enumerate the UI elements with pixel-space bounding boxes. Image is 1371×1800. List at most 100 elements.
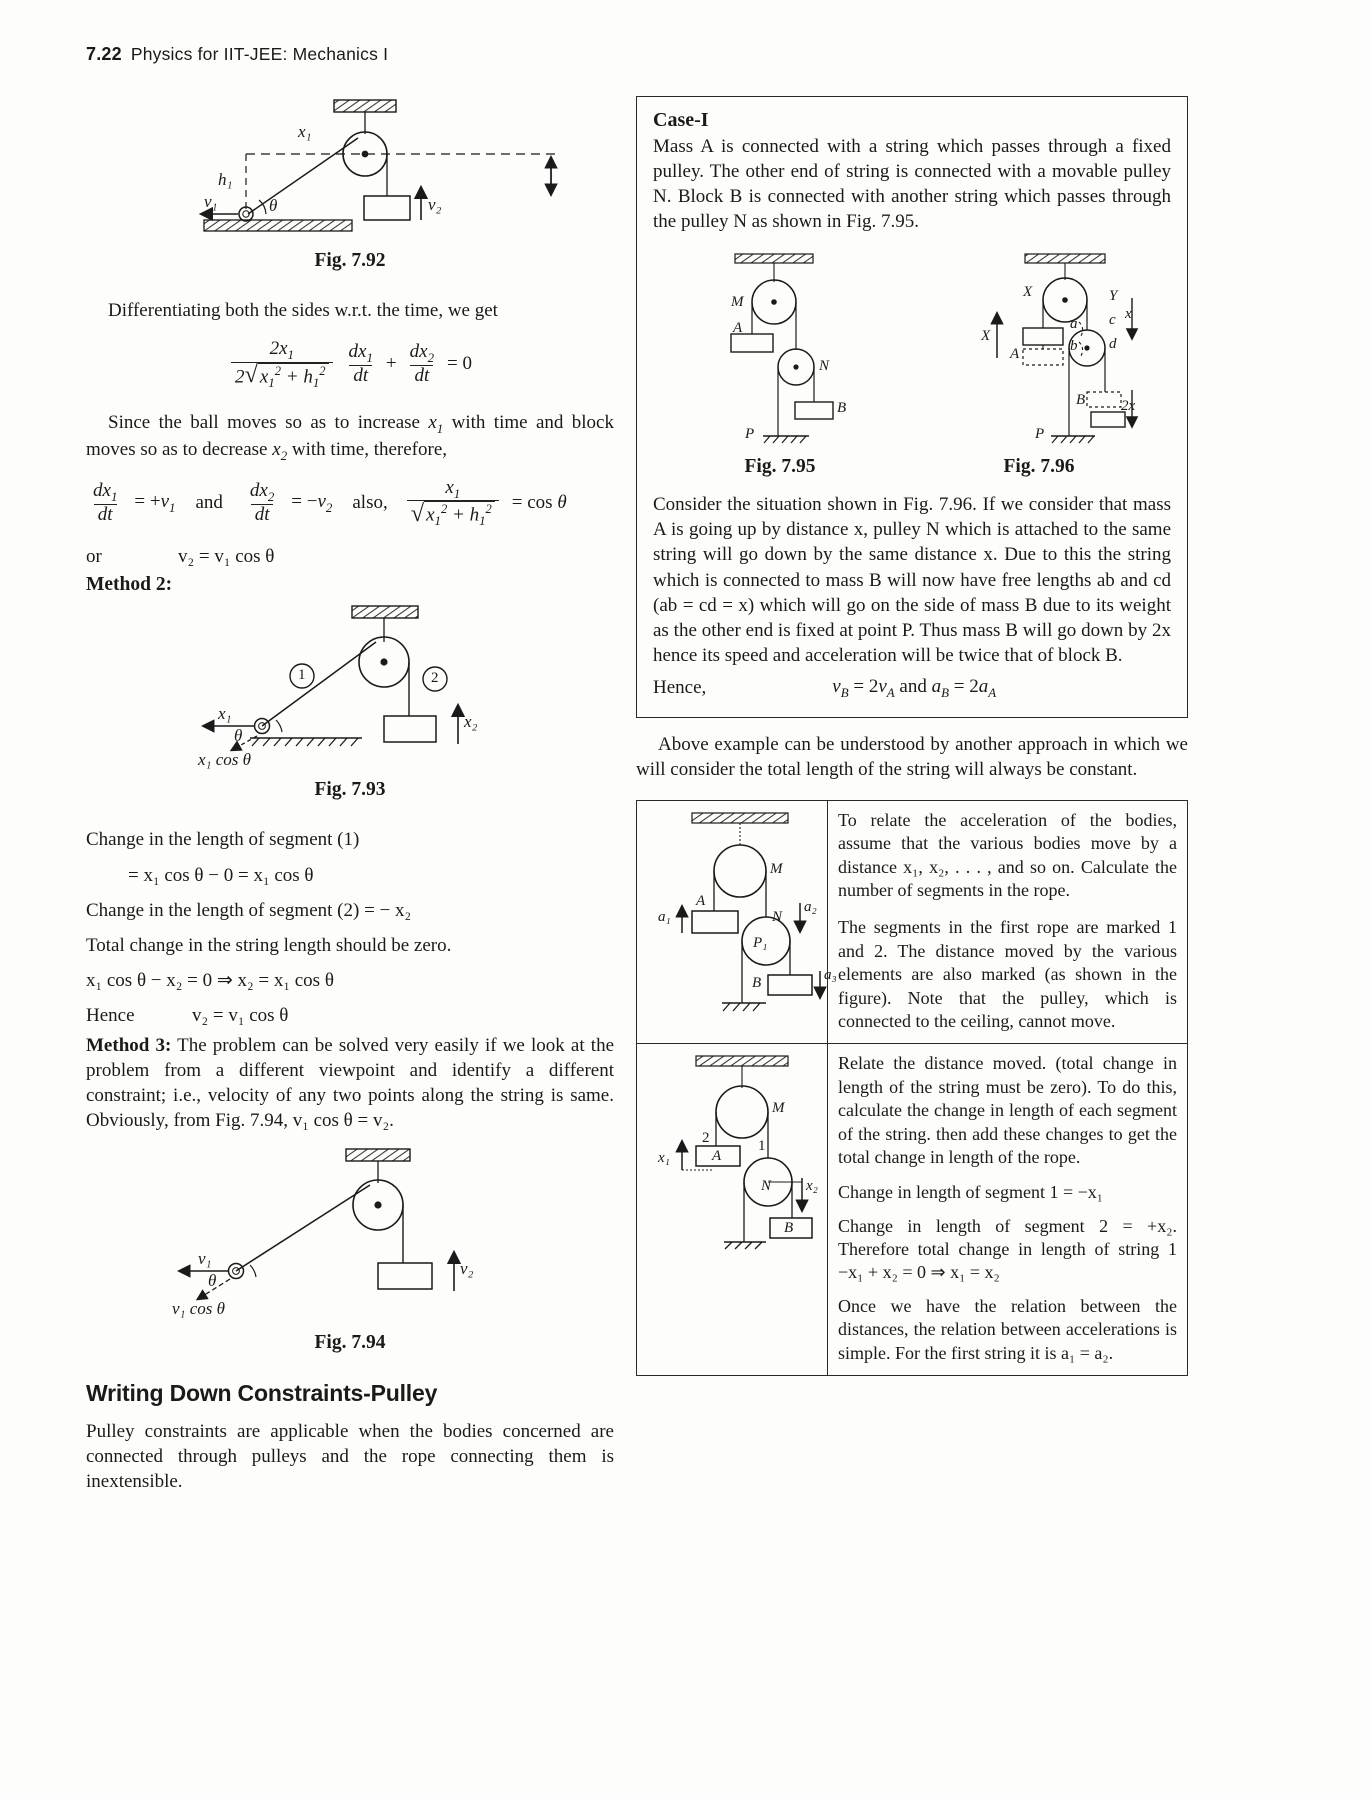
- fig-796-label-X-pulley: X: [1023, 284, 1033, 301]
- case-1-hence-line: Hence, vB = 2vA and aB = 2aA: [653, 676, 1171, 701]
- running-head: 7.22 Physics for IIT-JEE: Mechanics I: [86, 44, 388, 66]
- method-3-heading: Method 3:: [86, 1034, 172, 1056]
- para-since-ball-moves: Since the ball moves so as to increase x…: [86, 411, 614, 463]
- row1-label-B: B: [752, 974, 762, 991]
- line-change-segment-2: Change in the length of segment (2) = − …: [86, 899, 412, 921]
- method-3-paragraph: Method 3: The problem can be solved very…: [86, 1033, 614, 1133]
- fig-794-label-theta: θ: [208, 1271, 217, 1291]
- row2-text-block-3: Once we have the relation between the di…: [838, 1295, 1177, 1363]
- row2-label-x2: x₂: [806, 1178, 818, 1195]
- case-1-title: Case-I: [653, 109, 709, 131]
- row2-label-x1: x₁: [658, 1150, 670, 1167]
- row2-text-block-1: Change in length of segment 1 = −x₁: [838, 1182, 1104, 1203]
- fig-796-label-B: B: [1076, 392, 1086, 409]
- or-label: or: [86, 546, 102, 568]
- page-number: 7.22: [86, 44, 122, 64]
- figure-7-95-caption: Fig. 7.95: [744, 456, 816, 478]
- fig-795-label-M: M: [731, 294, 744, 311]
- figure-7-94: v₁ θ v₁ cos θ v₂: [150, 1147, 570, 1322]
- figure-row-1: M A N P₁ B a₁ a₂ a₃: [648, 807, 837, 1027]
- table-row-1-figure-cell: M A N P₁ B a₁ a₂ a₃: [636, 799, 837, 1045]
- row2-text-block-2: Change in length of segment 2 = +x₂. The…: [838, 1215, 1177, 1283]
- row1-label-a3: a₃: [824, 966, 837, 983]
- hence-label: Hence: [86, 1004, 135, 1026]
- fig-794-label-v2: v₂: [460, 1259, 474, 1279]
- equation-derivative: 2x1 2√x12 + h12 dx1 dt + dx2 dt = 0: [86, 338, 614, 390]
- fig-792-label-v1: v₁: [204, 192, 218, 211]
- row1-label-a2: a₂: [804, 898, 817, 915]
- line-total-change-eq: x₁ cos θ − x₂ = 0 ⇒ x₂ = x₁ cos θ: [86, 969, 334, 991]
- fig-794-label-v1: v₁: [198, 1249, 212, 1269]
- frac-dx1-dt-2: dx1 dt: [93, 479, 118, 525]
- line-hence: Hence v₂ = v₁ cos θ: [86, 1005, 614, 1027]
- frac-dx2-dt: dx2 dt: [409, 341, 435, 387]
- book-title: Physics for IIT-JEE: Mechanics I: [130, 44, 389, 64]
- figure-7-93-caption: Fig. 7.93: [314, 779, 386, 801]
- case-1-hence-equation: vB = 2vA and aB = 2aA: [832, 675, 997, 700]
- line-change-segment-1: Change in the length of segment (1): [86, 829, 360, 851]
- fig-795-label-A: A: [733, 320, 743, 337]
- method-3-body: The problem can be solved very easily if…: [86, 1034, 615, 1132]
- row2-label-A: A: [712, 1148, 722, 1165]
- row1-label-N: N: [772, 908, 783, 925]
- above-example-paragraph: Above example can be understood by anoth…: [636, 733, 1188, 780]
- table-row-1-text-cell: To relate the acceleration of the bodies…: [827, 799, 1188, 1045]
- row1-label-A: A: [696, 892, 706, 909]
- row1-label-M: M: [770, 860, 783, 877]
- row1-text-block-0: To relate the acceleration of the bodies…: [838, 809, 1177, 900]
- figure-row-2: M 2 1 A N B x₁ x₂: [648, 1050, 818, 1250]
- frac-2x1-over-root: 2x1 2√x12 + h12: [230, 338, 333, 390]
- fig-792-label-theta: θ: [269, 196, 278, 215]
- row2-label-segment-1: 1: [758, 1138, 766, 1155]
- equation-rates: dx1 dt = +v1 and dx2 dt = −v2 also, x1 √…: [86, 477, 614, 529]
- figure-7-96: X Y X A a b c d x 2x B P: [939, 250, 1139, 450]
- fig-795-label-P: P: [745, 426, 755, 443]
- table-row: M A N P₁ B a₁ a₂ a₃ To relate the accele…: [636, 799, 1188, 1045]
- frac-dx2-dt-2: dx2 dt: [249, 479, 275, 525]
- figure-7-92-caption: Fig. 7.92: [314, 250, 386, 271]
- fig-794-label-v1-cos-theta: v₁ cos θ: [172, 1299, 225, 1319]
- fig-793-label-x1-cos-theta: x₁ cos θ: [198, 750, 251, 770]
- figure-7-93: 1 2 x₁ θ x₁ cos θ x₂: [162, 604, 582, 769]
- row2-label-N: N: [761, 1178, 772, 1195]
- right-column: Case-I Mass A is connected with a string…: [636, 96, 1188, 1377]
- line-total-change: Total change in the string length should…: [86, 934, 452, 956]
- section-body-pulley-constraints: Pulley constraints are applicable when t…: [86, 1421, 614, 1493]
- fig-792-label-x1: x₁: [298, 122, 312, 141]
- equation-or-line: or v₂ = v₁ cos θ: [86, 546, 614, 568]
- fig-795-label-N: N: [819, 358, 830, 375]
- case-1-box: Case-I Mass A is connected with a string…: [636, 96, 1188, 718]
- fig-796-label-Y-pulley: Y: [1109, 288, 1118, 305]
- figure-7-95: M A N B P: [685, 250, 875, 450]
- fig-796-label-P: P: [1035, 426, 1045, 443]
- row2-label-M: M: [772, 1100, 785, 1117]
- row2-label-segment-2: 2: [702, 1130, 710, 1147]
- case-1-consider-paragraph: Consider the situation shown in Fig. 7.9…: [653, 494, 1171, 666]
- section-heading-writing-constraints: Writing Down Constraints-Pulley: [86, 1380, 438, 1407]
- line-change-segment-1-eq: = x₁ cos θ − 0 = x₁ cos θ: [128, 864, 314, 886]
- fig-792-label-h1: h₁: [218, 170, 233, 189]
- fig-793-label-x1: x₁: [218, 704, 232, 724]
- fig-793-label-x2: x₂: [464, 712, 478, 732]
- hence-equation: v₂ = v₁ cos θ: [192, 1004, 289, 1026]
- frac-x1-over-root: x1 √x12 + h12: [406, 477, 499, 529]
- fig-793-label-theta: θ: [234, 726, 243, 746]
- table-row-2-text-cell: Relate the distance moved. (total change…: [827, 1043, 1188, 1377]
- table-row: M 2 1 A N B x₁ x₂ Relate the distance mo…: [636, 1043, 1188, 1377]
- figure-7-92: x₁ h₁ v₁ θ v₂: [166, 96, 586, 246]
- fig-796-label-b: b: [1070, 338, 1078, 355]
- row2-label-B: B: [784, 1220, 794, 1237]
- fig-796-label-x-right: x: [1125, 306, 1132, 323]
- fig-793-label-segment-2: 2: [431, 670, 439, 687]
- row1-label-P1: P₁: [753, 934, 768, 951]
- fig-795-label-B: B: [837, 400, 847, 417]
- fig-793-label-segment-1: 1: [298, 667, 306, 684]
- fig-796-label-X-arrow: X: [981, 328, 991, 345]
- row1-text-block-1: The segments in the first rope are marke…: [838, 917, 1177, 1031]
- method-2-heading: Method 2:: [86, 574, 173, 596]
- row1-label-a1: a₁: [658, 908, 671, 925]
- fig-796-label-2x: 2x: [1121, 398, 1136, 415]
- left-column: x₁ h₁ v₁ θ v₂ Fig. 7.92 Differentiating …: [86, 96, 614, 1496]
- or-expression: v₂ = v₁ cos θ: [178, 546, 275, 568]
- case-1-hence-label: Hence,: [653, 677, 707, 699]
